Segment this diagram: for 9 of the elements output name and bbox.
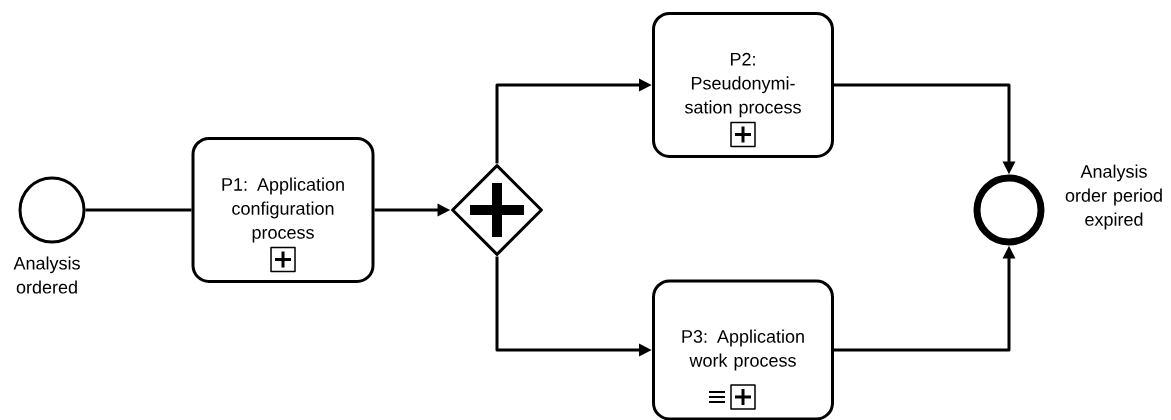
end-event-circle — [973, 174, 1045, 246]
gateway-diamond — [451, 164, 543, 256]
start-event-circle — [18, 176, 86, 244]
event-label: Analysis order period expired — [1065, 164, 1162, 230]
subprocess-box: P2: Pseudonymi- sation process — [652, 12, 834, 158]
sequence-flow-line — [85, 208, 192, 212]
subprocess-box: P3: Application work process — [652, 279, 834, 420]
subprocess-box: P1: Application configuration process — [191, 137, 375, 283]
event-label: Analysis ordered — [13, 256, 80, 294]
